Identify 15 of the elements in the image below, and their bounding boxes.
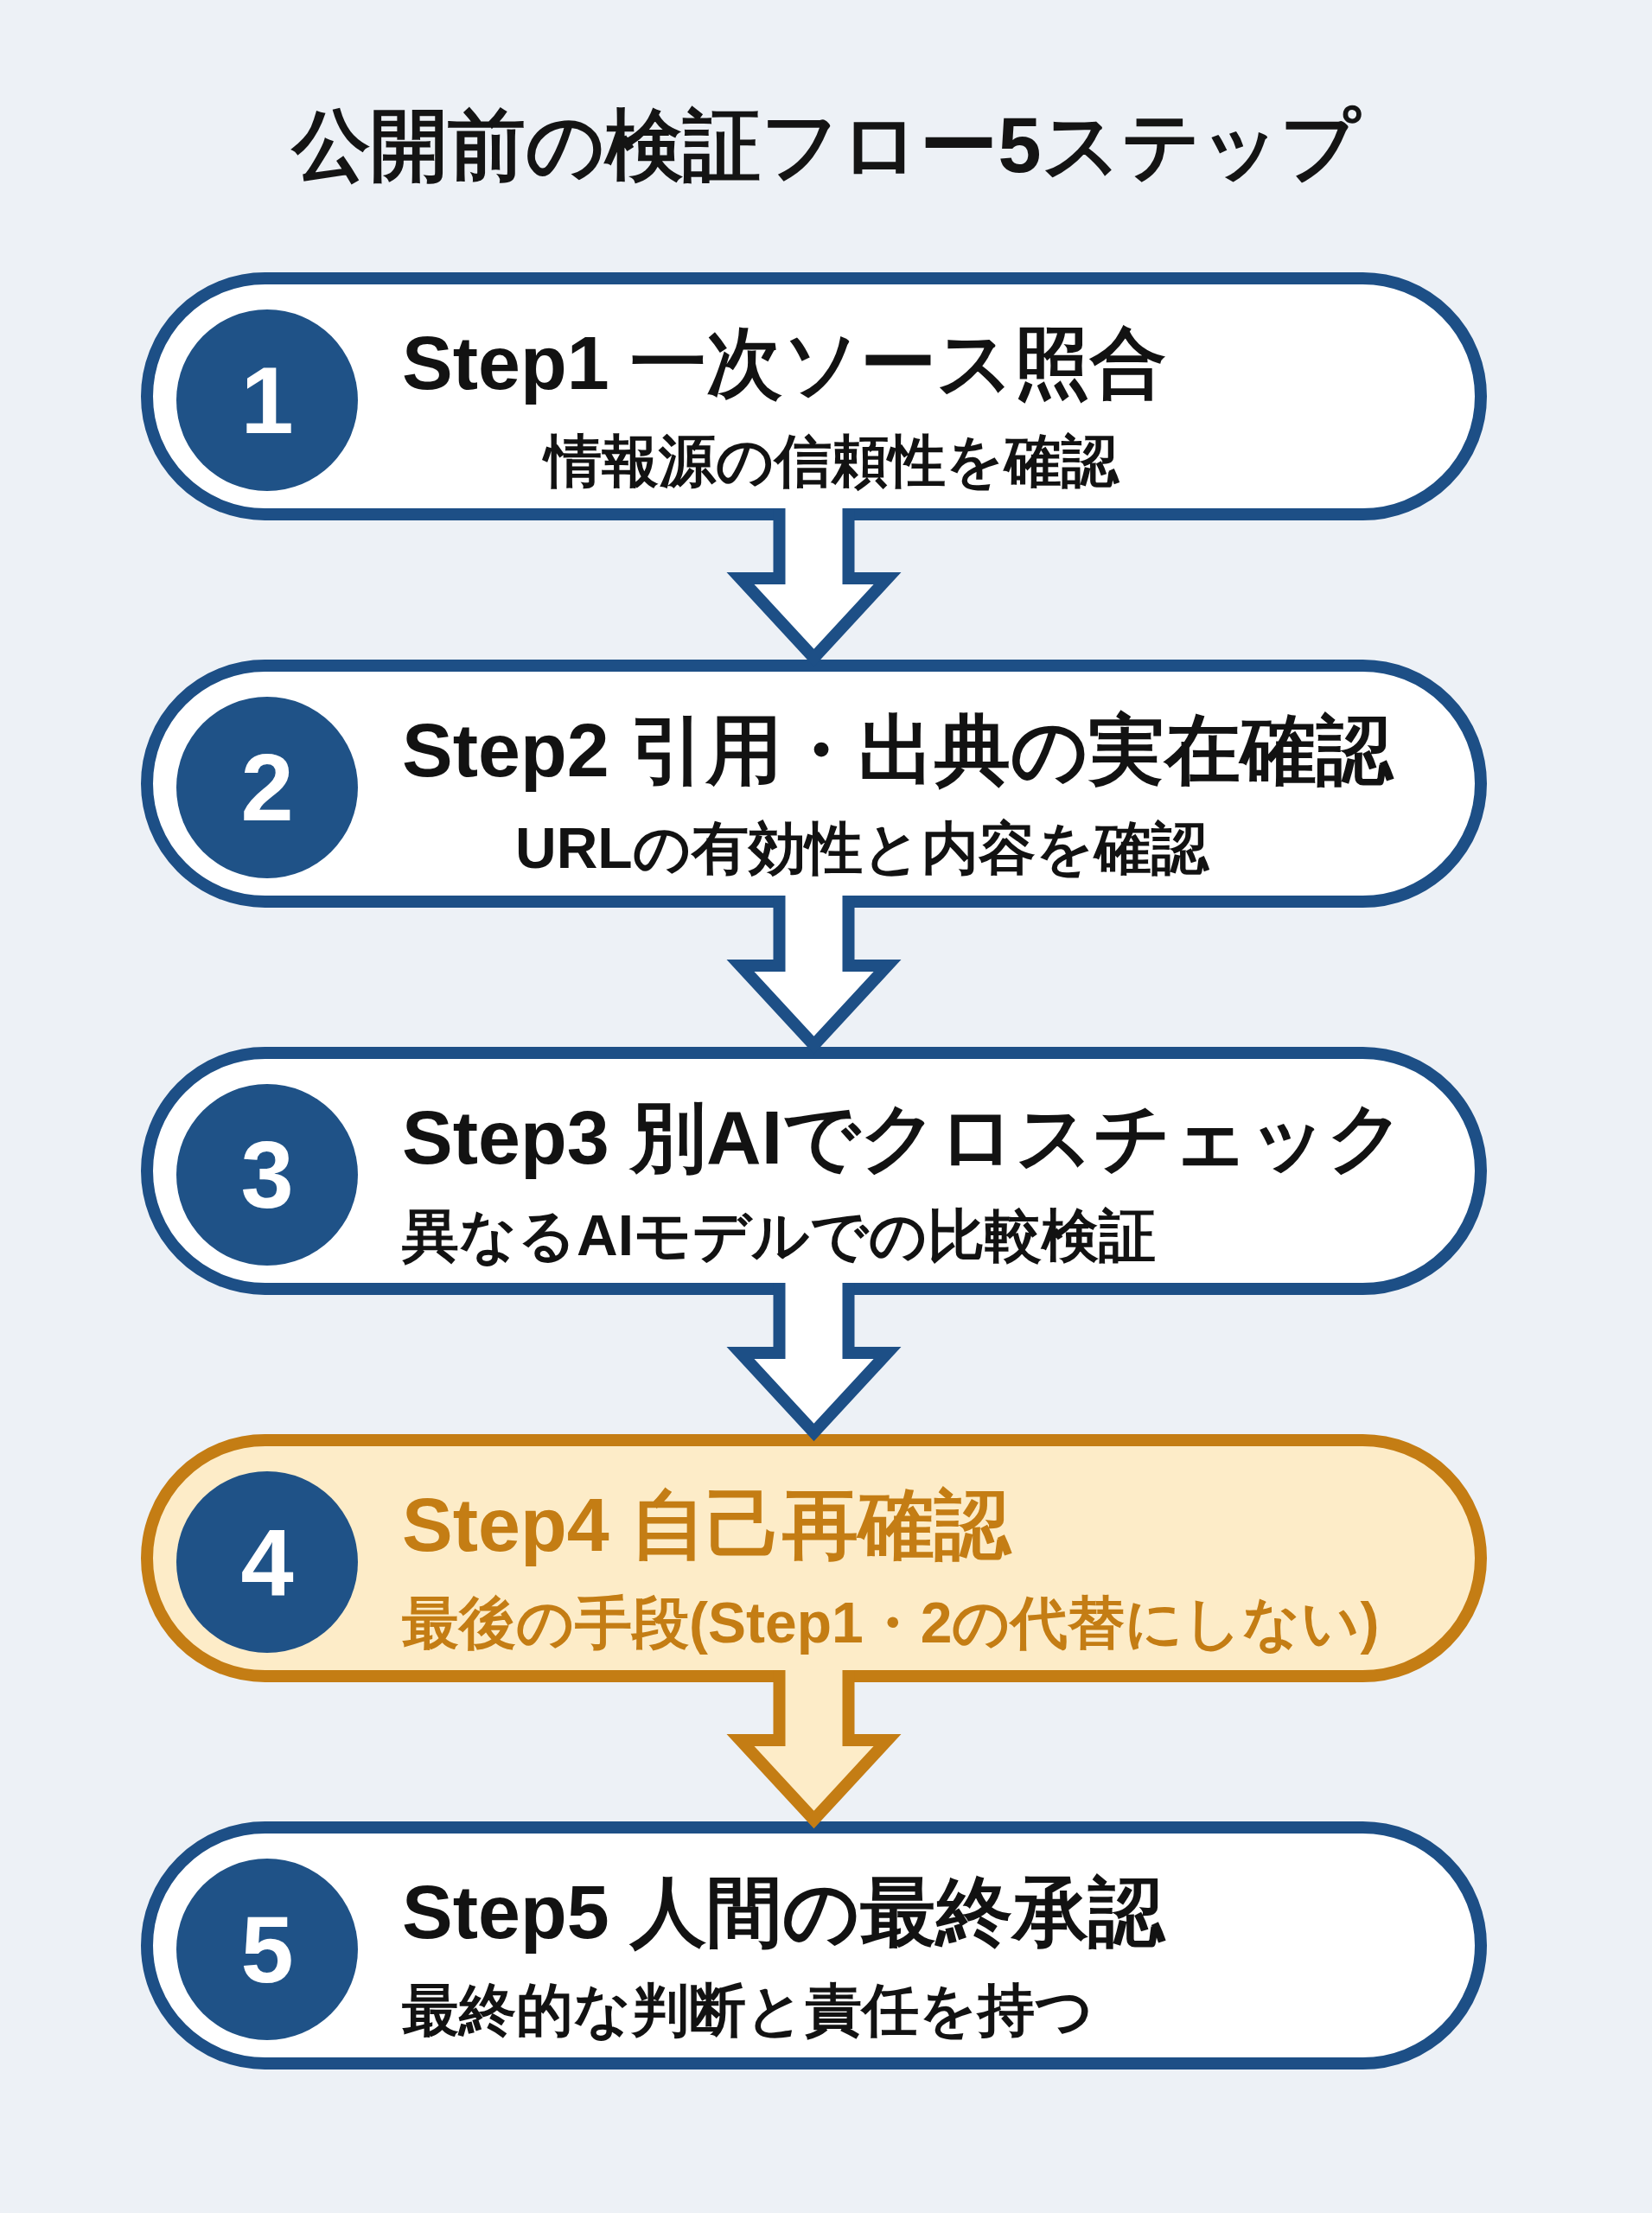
step-number-badge: 2 [176, 697, 358, 878]
step-number-badge: 1 [176, 309, 358, 491]
step-title: Step2 引用・出典の実在確認 [402, 706, 1394, 794]
step-description: URLの有効性と内容を確認 [515, 816, 1209, 882]
step-number-badge: 3 [176, 1084, 358, 1266]
diagram-title: 公開前の検証フロー5ステップ [292, 101, 1360, 190]
step-title: Step5 人間の最終承認 [402, 1868, 1165, 1956]
step-title: Step1 一次ソース照合 [402, 319, 1167, 407]
step-description: 最後の手段(Step1・2の代替にしない) [402, 1591, 1380, 1656]
step-title: Step3 別AIでクロスチェック [402, 1094, 1406, 1182]
step-number-badge: 4 [176, 1471, 358, 1653]
step-title: Step4 自己再確認 [402, 1481, 1011, 1569]
step-description: 最終的な判断と責任を持つ [402, 1978, 1094, 2044]
step-number-badge: 5 [176, 1859, 358, 2040]
step-description: 異なるAIモデルでの比較検証 [402, 1203, 1156, 1269]
